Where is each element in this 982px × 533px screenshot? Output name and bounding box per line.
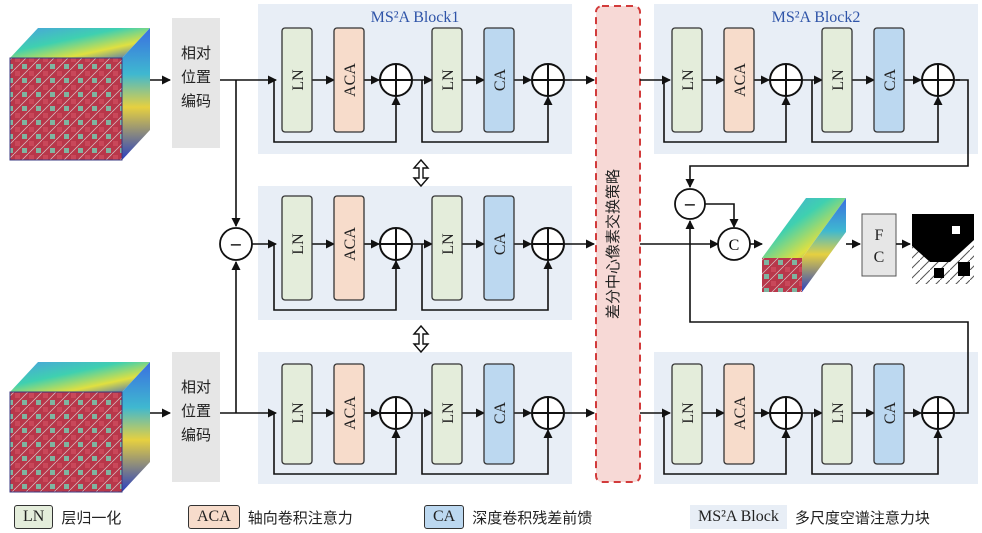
block1-row1-aca-box bbox=[333, 27, 365, 133]
block2-row1-ln1-box bbox=[671, 27, 703, 133]
block2-row1-ln2-label: LN bbox=[830, 69, 847, 91]
block2-row1-aca-label: ACA bbox=[732, 63, 749, 97]
legend-aca-swatch: ACA bbox=[188, 505, 240, 529]
block1-row3-aca-box bbox=[333, 363, 365, 465]
rpe-bottom-line3: 编码 bbox=[181, 426, 211, 444]
block2-row2-ca-box bbox=[873, 363, 905, 465]
input-cube-bottom bbox=[9, 362, 150, 493]
block2-row2-ln2-box bbox=[821, 363, 853, 465]
block1-row3-ln2-box bbox=[431, 363, 463, 465]
block1-row1-ln2-box bbox=[431, 27, 463, 133]
legend-ca-swatch: CA bbox=[424, 505, 465, 529]
block2-row1-ln1-label: LN bbox=[680, 69, 697, 91]
block1-row3-ca-box bbox=[483, 363, 515, 465]
block1-row2-ca-box bbox=[483, 195, 515, 301]
legend-ms2a: MS²A Block 多尺度空谱注意力块 bbox=[690, 504, 930, 530]
input-cube-top bbox=[9, 28, 150, 161]
subtract-right-symbol: − bbox=[683, 195, 696, 214]
legend-ln-desc: 层归一化 bbox=[61, 508, 122, 527]
exchange-strategy-box bbox=[595, 5, 641, 483]
fc-box bbox=[861, 213, 897, 277]
block1-row1-ln1-box bbox=[281, 27, 313, 133]
block1-row1-aca-label: ACA bbox=[342, 63, 359, 97]
block2-row2-ln2-label: LN bbox=[830, 402, 847, 424]
block1-row3-ln1-label: LN bbox=[290, 402, 307, 424]
legend-ms2a-swatch: MS²A Block bbox=[690, 505, 787, 529]
legend-ln-swatch: LN bbox=[14, 505, 54, 529]
block1-row2-ca-label: CA bbox=[492, 232, 509, 255]
exchange-strategy-label: 差分中心像素交换策略 bbox=[604, 169, 622, 319]
swap-arrow-upper-icon bbox=[412, 158, 430, 188]
legend-ca: CA 深度卷积残差前馈 bbox=[424, 504, 592, 530]
block1-row1-ln2-label: LN bbox=[440, 69, 457, 91]
rpe-top-line1: 相对 bbox=[181, 44, 211, 62]
block1-row3-aca-label: ACA bbox=[342, 396, 359, 430]
block1-row2-ln2-label: LN bbox=[440, 233, 457, 255]
block2-row2-ln1-label: LN bbox=[680, 402, 697, 424]
legend-ca-desc: 深度卷积残差前馈 bbox=[472, 508, 593, 527]
block1-row3-ln2-label: LN bbox=[440, 402, 457, 424]
concat-symbol: C bbox=[729, 237, 740, 254]
block1-row2-ln1-box bbox=[281, 195, 313, 301]
legend-ms2a-desc: 多尺度空谱注意力块 bbox=[794, 508, 930, 527]
rpe-top-line3: 编码 bbox=[181, 92, 211, 110]
rpe-bottom-line1: 相对 bbox=[181, 378, 211, 396]
fused-feature-cube bbox=[762, 198, 846, 292]
block2-row2-ca-label: CA bbox=[882, 401, 899, 424]
rpe-box-top bbox=[172, 18, 220, 148]
rpe-box-bottom bbox=[172, 352, 220, 482]
block2-row2-ln1-box bbox=[671, 363, 703, 465]
block1-row1-ca-label: CA bbox=[492, 68, 509, 91]
legend-aca-desc: 轴向卷积注意力 bbox=[247, 508, 353, 527]
block2-row2-aca-label: ACA bbox=[732, 396, 749, 430]
block2-title: MS²A Block2 bbox=[772, 9, 861, 26]
block2-row1-ca-box bbox=[873, 27, 905, 133]
swap-arrow-lower-icon bbox=[412, 324, 430, 354]
fc-label-f: F bbox=[875, 227, 884, 244]
block1-row2-aca-box bbox=[333, 195, 365, 301]
block1-title: MS²A Block1 bbox=[371, 9, 460, 26]
block1-row1-ca-box bbox=[483, 27, 515, 133]
block2-row2-aca-box bbox=[723, 363, 755, 465]
classification-map bbox=[912, 214, 974, 284]
rpe-top-line2: 位置 bbox=[181, 68, 211, 86]
block1-row2-ln1-label: LN bbox=[290, 233, 307, 255]
legend-aca: ACA 轴向卷积注意力 bbox=[188, 504, 353, 530]
fc-label-c: C bbox=[874, 249, 885, 266]
block1-row1-ln1-label: LN bbox=[290, 69, 307, 91]
block1-row2-ln2-box bbox=[431, 195, 463, 301]
rpe-bottom-line2: 位置 bbox=[181, 402, 211, 420]
subtract-left-symbol: − bbox=[229, 235, 242, 254]
block1-row2-aca-label: ACA bbox=[342, 227, 359, 261]
block1-row3-ln1-box bbox=[281, 363, 313, 465]
block2-row1-ca-label: CA bbox=[882, 68, 899, 91]
block2-row1-ln2-box bbox=[821, 27, 853, 133]
block1-row3-ca-label: CA bbox=[492, 401, 509, 424]
block2-row1-aca-box bbox=[723, 27, 755, 133]
legend-ln: LN 层归一化 bbox=[14, 504, 121, 530]
